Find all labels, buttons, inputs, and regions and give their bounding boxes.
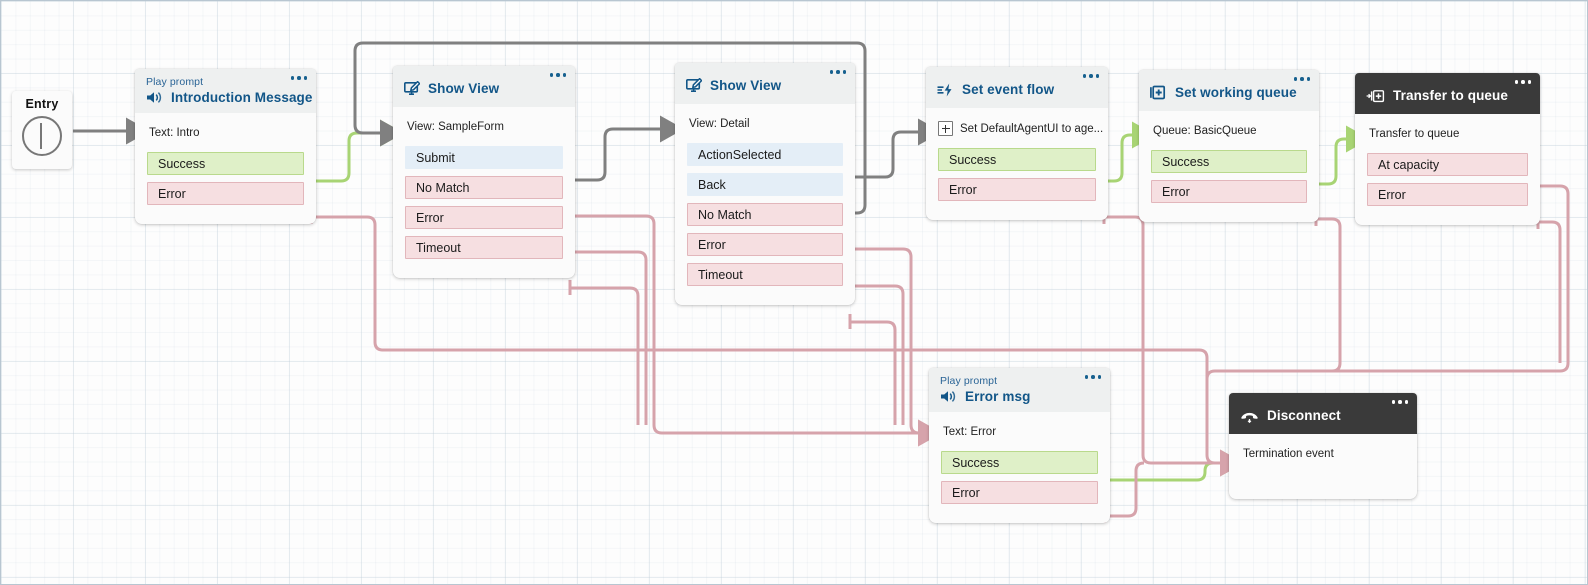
show-view-icon (686, 77, 703, 93)
node-body: Text: Intro Success Error (135, 113, 316, 224)
port-submit[interactable]: Submit (405, 146, 563, 169)
node-body-text: Text: Intro (149, 127, 200, 139)
transfer-queue-icon (1366, 89, 1385, 103)
node-title: Set event flow (962, 82, 1055, 97)
node-body-text: View: Detail (689, 118, 750, 130)
node-body-text: Set DefaultAgentUI to age... (960, 122, 1104, 135)
node-body: View: Detail ActionSelected Back No Matc… (675, 104, 855, 305)
node-body-text: Transfer to queue (1369, 128, 1460, 140)
more-options-icon[interactable] (1391, 400, 1408, 404)
more-options-icon[interactable] (1514, 80, 1531, 84)
event-flow-icon (937, 83, 954, 97)
node-title: Set working queue (1175, 85, 1297, 100)
node-introduction-message[interactable]: Play prompt Introduction Message Text: I… (135, 69, 316, 224)
node-body: View: SampleForm Submit No Match Error T… (393, 107, 575, 278)
port-back[interactable]: Back (687, 173, 843, 196)
port-timeout[interactable]: Timeout (405, 236, 563, 259)
node-kicker: Play prompt (940, 375, 998, 387)
entry-node[interactable]: Entry (12, 91, 72, 169)
port-error[interactable]: Error (938, 178, 1096, 201)
entry-circle-icon (22, 116, 62, 156)
more-options-icon[interactable] (549, 73, 566, 77)
node-error-msg[interactable]: Play prompt Error msg Text: Error Succes… (929, 368, 1110, 523)
show-view-icon (404, 80, 421, 96)
port-error[interactable]: Error (1367, 183, 1528, 206)
node-title: Introduction Message (171, 90, 313, 105)
disconnect-phone-icon (1240, 409, 1259, 423)
node-title: Error msg (965, 389, 1031, 404)
port-error[interactable]: Error (1151, 180, 1307, 203)
node-body: Text: Error Success Error (929, 412, 1110, 523)
node-title: Show View (710, 78, 782, 93)
node-header: Play prompt Introduction Message (135, 69, 316, 113)
port-timeout[interactable]: Timeout (687, 263, 843, 286)
node-title: Transfer to queue (1393, 88, 1508, 103)
node-header: Play prompt Error msg (929, 368, 1110, 412)
node-body: Termination event (1229, 434, 1417, 499)
more-options-icon[interactable] (1084, 375, 1101, 379)
node-body-row: Set DefaultAgentUI to age... (926, 108, 1108, 148)
port-at-capacity[interactable]: At capacity (1367, 153, 1528, 176)
port-error[interactable]: Error (405, 206, 563, 229)
node-body-text: View: SampleForm (407, 121, 504, 133)
more-options-icon[interactable] (829, 70, 846, 74)
port-error[interactable]: Error (147, 182, 304, 205)
plus-icon[interactable] (938, 121, 953, 136)
node-body: Transfer to queue At capacity Error (1355, 114, 1540, 225)
port-no-match[interactable]: No Match (687, 203, 843, 226)
speaker-icon (146, 90, 163, 105)
node-show-view-detail[interactable]: Show View View: Detail ActionSelected Ba… (675, 63, 855, 305)
node-body: Queue: BasicQueue Success Error (1139, 111, 1319, 222)
port-success[interactable]: Success (147, 152, 304, 175)
node-body: Set DefaultAgentUI to age... Success Err… (926, 108, 1108, 220)
node-disconnect[interactable]: Disconnect Termination event (1229, 393, 1417, 499)
node-header: Show View (393, 66, 575, 107)
node-header: Show View (675, 63, 855, 104)
port-success[interactable]: Success (938, 148, 1096, 171)
port-success[interactable]: Success (1151, 150, 1307, 173)
node-header: Transfer to queue (1355, 73, 1540, 114)
node-header: Set working queue (1139, 70, 1319, 111)
node-show-view-sampleform[interactable]: Show View View: SampleForm Submit No Mat… (393, 66, 575, 278)
node-body-text: Queue: BasicQueue (1153, 125, 1257, 137)
node-set-working-queue[interactable]: Set working queue Queue: BasicQueue Succ… (1139, 70, 1319, 222)
node-kicker: Play prompt (146, 76, 204, 88)
node-title: Show View (428, 81, 500, 96)
more-options-icon[interactable] (290, 76, 307, 80)
speaker-icon (940, 389, 957, 404)
port-error[interactable]: Error (687, 233, 843, 256)
node-set-event-flow[interactable]: Set event flow Set DefaultAgentUI to age… (926, 67, 1108, 220)
more-options-icon[interactable] (1293, 77, 1310, 81)
entry-label: Entry (25, 97, 59, 111)
node-transfer-to-queue[interactable]: Transfer to queue Transfer to queue At c… (1355, 73, 1540, 225)
port-no-match[interactable]: No Match (405, 176, 563, 199)
port-success[interactable]: Success (941, 451, 1098, 474)
node-body-text: Text: Error (943, 426, 997, 438)
more-options-icon[interactable] (1082, 74, 1099, 78)
node-header: Set event flow (926, 67, 1108, 108)
port-action-selected[interactable]: ActionSelected (687, 143, 843, 166)
node-title: Disconnect (1267, 408, 1341, 423)
node-body-text: Termination event (1243, 448, 1334, 460)
node-header: Disconnect (1229, 393, 1417, 434)
port-error[interactable]: Error (941, 481, 1098, 504)
queue-plus-icon (1150, 85, 1167, 100)
